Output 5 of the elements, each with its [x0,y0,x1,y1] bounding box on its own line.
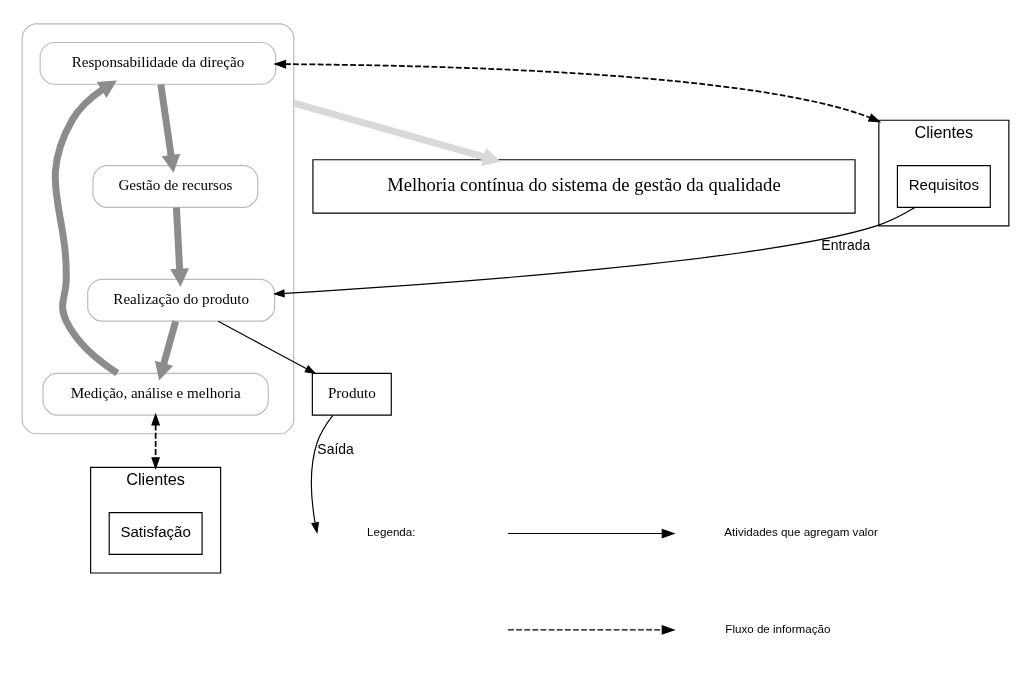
edge-label: Entrada [821,236,871,253]
label: Legenda: [367,525,416,539]
legend-label: Fluxo de informação [725,621,831,635]
edge-label: Saída [317,441,354,458]
legend-label: Atividades que agregam valor [724,525,878,539]
